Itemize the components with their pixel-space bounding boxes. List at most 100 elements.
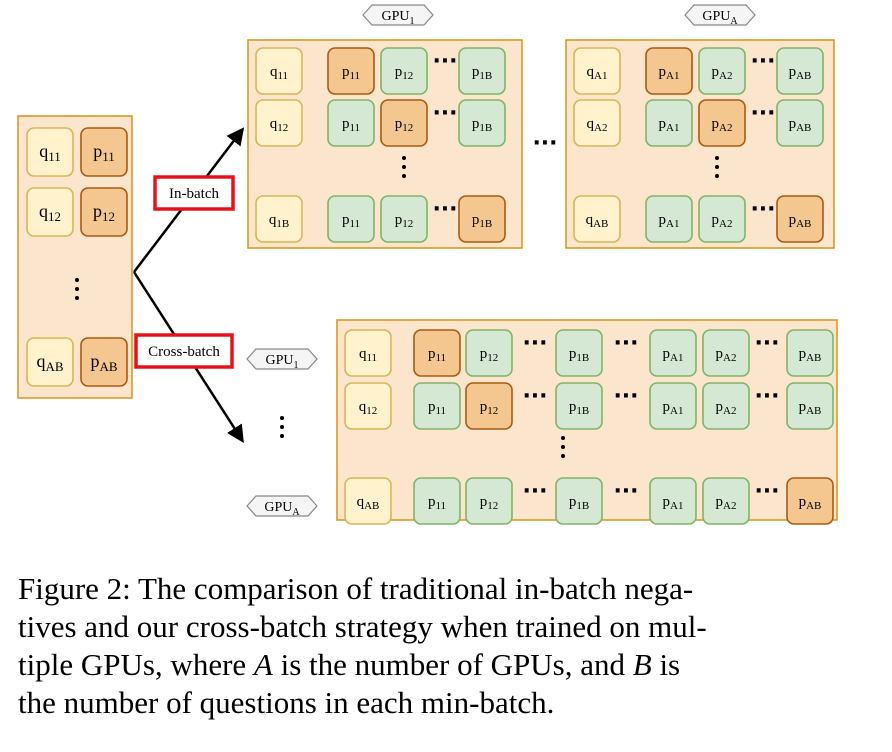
source-p-cell-label: p11 <box>93 141 115 164</box>
in-batch-label: In-batch <box>153 175 235 211</box>
gpu1-tag-left: GPU1 <box>246 348 318 371</box>
cross-batch-p-cell: p1B <box>555 329 603 377</box>
cross-batch-p-cell: pAB <box>786 477 834 525</box>
in-batch-gpuA-p-cell: pAB <box>776 99 824 147</box>
cross-batch-p-cell-label: p11 <box>428 399 446 417</box>
gpuA-tag-left: GPUA <box>246 495 318 518</box>
cross-batch-label-text: Cross-batch <box>148 344 220 360</box>
cross-batch-label: Cross-batch <box>134 333 234 369</box>
source-p-cell: pAB <box>80 337 128 387</box>
caption-line-2: tives and our cross-batch strategy when … <box>18 609 707 644</box>
cross-batch-p-cell: p1B <box>555 477 603 525</box>
in-batch-gpuA-row-dots: ··· <box>750 49 775 74</box>
cross-batch-p-cell-label: pAB <box>799 346 822 364</box>
in-batch-gpu1-row-dots: ··· <box>432 101 457 126</box>
in-batch-gpu1-p-cell: p1B <box>458 99 506 147</box>
in-batch-gpu1-q-cell-label: q12 <box>270 116 289 134</box>
source-q-cell-label: qAB <box>36 351 63 374</box>
in-batch-gpuA-p-cell: pA2 <box>698 195 746 243</box>
cross-batch-row-dots: ··· <box>613 331 638 356</box>
in-batch-gpu1-p-cell-label: p12 <box>395 212 414 230</box>
cross-batch-q-cell: q12 <box>344 382 392 430</box>
source-q-cell: qAB <box>26 337 74 387</box>
cross-batch-p-cell: pA1 <box>649 382 697 430</box>
source-p-cell: p12 <box>80 187 128 237</box>
cross-batch-p-cell: pA1 <box>649 329 697 377</box>
in-batch-gpu1-p-cell-label: p1B <box>472 212 492 230</box>
in-batch-gpu1-p-cell: p12 <box>380 99 428 147</box>
gpu1-tag-top-label: GPU1 <box>381 9 414 27</box>
in-batch-gpuA-p-cell-label: pAB <box>789 212 812 230</box>
cross-batch-p-cell: p12 <box>465 477 513 525</box>
gpuA-tag-left-label: GPUA <box>264 500 300 518</box>
in-batch-gpu1-q-cell: q1B <box>255 195 303 243</box>
cross-batch-row-dots: ··· <box>613 479 638 504</box>
in-batch-gpuA-q-cell: qA1 <box>573 47 621 95</box>
in-batch-gpuA-p-cell-label: pA1 <box>659 212 680 230</box>
in-batch-gpu1-q-cell-label: q11 <box>270 64 288 82</box>
in-batch-gpuA-p-cell-label: pA1 <box>659 116 680 134</box>
cross-batch-p-cell-label: pA2 <box>716 346 737 364</box>
cross-batch-p-cell-label: p1B <box>569 399 589 417</box>
in-batch-gpuA-p-cell-label: pA2 <box>712 116 733 134</box>
cross-batch-q-cell: qAB <box>344 477 392 525</box>
in-batch-gpu1-p-cell: p11 <box>327 99 375 147</box>
source-q-cell-label: q11 <box>39 141 61 164</box>
cross-batch-p-cell-label: pAB <box>799 494 822 512</box>
cross-batch-p-cell-label: pA1 <box>663 494 684 512</box>
cross-batch-p-cell-label: p1B <box>569 494 589 512</box>
cross-batch-p-cell: p12 <box>465 329 513 377</box>
figure-caption: Figure 2: The comparison of traditional … <box>18 570 878 722</box>
in-batch-gpu1-p-cell-label: p1B <box>472 116 492 134</box>
in-batch-gpu1-p-cell: p11 <box>327 47 375 95</box>
in-batch-gpu1-p-cell: p1B <box>458 195 506 243</box>
source-vertical-dots <box>75 278 79 300</box>
in-batch-gpuA-p-cell: pA1 <box>645 47 693 95</box>
cross-batch-row-dots: ··· <box>522 384 547 409</box>
cross-batch-p-cell-label: p12 <box>480 494 499 512</box>
cross-batch-q-cell-label: qAB <box>357 494 380 512</box>
cross-batch-p-cell: p11 <box>413 382 461 430</box>
cross-batch-row-dots: ··· <box>754 479 779 504</box>
source-p-cell-label: pAB <box>90 351 117 374</box>
caption-line-1: Figure 2: The comparison of traditional … <box>18 571 694 606</box>
in-batch-gpuA-q-cell-label: qA2 <box>587 116 608 134</box>
in-batch-gpuA-q-cell-label: qAB <box>586 212 609 230</box>
in-batch-label-text: In-batch <box>169 186 219 202</box>
between-gpus-dots: ··· <box>532 131 557 156</box>
in-batch-gpuA-p-cell: pAB <box>776 195 824 243</box>
cross-batch-p-cell-label: pA1 <box>663 346 684 364</box>
in-batch-gpuA-p-cell: pA2 <box>698 47 746 95</box>
in-batch-gpu1-q-cell: q11 <box>255 47 303 95</box>
in-batch-gpuA-row-dots: ··· <box>750 101 775 126</box>
cross-batch-p-cell: p11 <box>413 329 461 377</box>
cross-batch-p-cell: p11 <box>413 477 461 525</box>
in-batch-gpuA-q-cell-label: qA1 <box>587 64 608 82</box>
in-batch-gpuA-p-cell-label: pA1 <box>659 64 680 82</box>
in-batch-gpuA-p-cell-label: pAB <box>789 64 812 82</box>
cross-batch-p-cell-label: p11 <box>428 494 446 512</box>
source-q-cell: q11 <box>26 127 74 177</box>
in-batch-gpu1-p-cell-label: p12 <box>395 116 414 134</box>
caption-line-4: the number of questions in each min-batc… <box>18 685 555 720</box>
in-batch-gpuA-p-cell-label: pA2 <box>712 212 733 230</box>
in-batch-gpu1-p-cell: p1B <box>458 47 506 95</box>
cross-batch-row-dots: ··· <box>613 384 638 409</box>
cross-batch-p-cell-label: p12 <box>480 346 499 364</box>
in-batch-gpu1-row-dots: ··· <box>432 197 457 222</box>
cross-batch-row-dots: ··· <box>522 331 547 356</box>
in-batch-gpu1-p-cell: p12 <box>380 47 428 95</box>
in-batch-gpuA-p-cell: pA1 <box>645 195 693 243</box>
cross-batch-vertical-dots <box>561 436 565 458</box>
cross-gpu-vertical-dots <box>280 416 284 438</box>
in-batch-gpuA-p-cell: pA2 <box>698 99 746 147</box>
gpuA-tag-top-label: GPUA <box>702 9 738 27</box>
cross-batch-row-dots: ··· <box>754 331 779 356</box>
in-batch-gpuA-p-cell: pA1 <box>645 99 693 147</box>
cross-batch-p-cell-label: p1B <box>569 346 589 364</box>
cross-batch-p-cell: pA2 <box>702 382 750 430</box>
in-batch-gpu1-p-cell-label: p11 <box>342 64 360 82</box>
cross-batch-q-cell: q11 <box>344 329 392 377</box>
in-batch-gpuA-q-cell: qA2 <box>573 99 621 147</box>
